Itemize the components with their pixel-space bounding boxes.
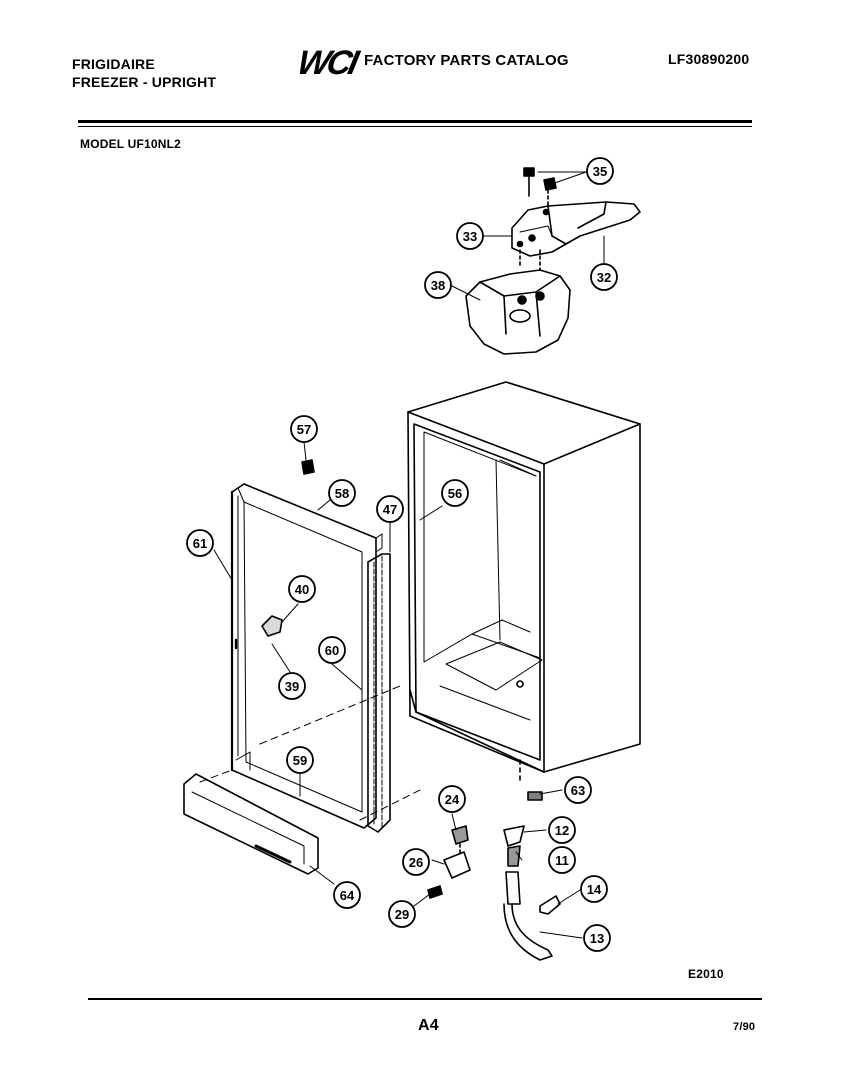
svg-text:33: 33 (463, 229, 477, 244)
svg-text:58: 58 (335, 486, 349, 501)
callout-24: 24 (438, 785, 466, 813)
svg-text:59: 59 (293, 753, 307, 768)
callout-26: 26 (402, 848, 430, 876)
callout-58: 58 (328, 479, 356, 507)
callout-29: 29 (388, 900, 416, 928)
door-handle-bracket (261, 615, 283, 637)
page-number: A4 (418, 1017, 439, 1034)
callout-12: 12 (548, 816, 576, 844)
leader-lines (213, 171, 605, 939)
svg-text:35: 35 (593, 164, 607, 179)
catalog-number: LF30890200 (668, 51, 750, 67)
svg-text:26: 26 (409, 855, 423, 870)
hinge-cover (465, 269, 571, 355)
svg-text:12: 12 (555, 823, 569, 838)
callout-63: 63 (564, 776, 592, 804)
svg-text:14: 14 (587, 882, 602, 897)
svg-text:40: 40 (295, 582, 309, 597)
svg-text:39: 39 (285, 679, 299, 694)
callout-57: 57 (290, 415, 318, 443)
figure-code: E2010 (688, 967, 724, 981)
callout-35: 35 (586, 157, 614, 185)
model-number: MODEL UF10NL2 (80, 137, 182, 151)
catalog-title: FACTORY PARTS CATALOG (364, 52, 569, 69)
door-bottom-trim (183, 773, 319, 875)
callout-60: 60 (318, 636, 346, 664)
header-rule-thin (78, 126, 752, 127)
footer-rule (88, 998, 762, 1000)
svg-text:47: 47 (383, 502, 397, 517)
revision-date: 7/90 (733, 1021, 756, 1033)
callout-47: 47 (376, 495, 404, 523)
hinge-screws (519, 167, 557, 271)
svg-text:64: 64 (340, 888, 355, 903)
svg-text:11: 11 (555, 853, 569, 868)
callout-39: 39 (278, 672, 306, 700)
bracket-clip (539, 895, 561, 915)
brand-name: FRIGIDAIRE (72, 56, 155, 72)
svg-text:38: 38 (431, 278, 445, 293)
glide (527, 791, 543, 801)
door-panel (230, 483, 383, 829)
svg-text:60: 60 (325, 643, 339, 658)
svg-text:29: 29 (395, 907, 409, 922)
door-gasket (367, 553, 391, 833)
svg-text:63: 63 (571, 783, 585, 798)
header-rule (78, 120, 752, 123)
svg-text:13: 13 (590, 931, 604, 946)
svg-text:32: 32 (597, 270, 611, 285)
hinge-bracket (511, 201, 641, 257)
callout-13: 13 (583, 924, 611, 952)
callout-33: 33 (456, 222, 484, 250)
svg-text:57: 57 (297, 422, 311, 437)
callout-56: 56 (441, 479, 469, 507)
callout-32: 32 (590, 263, 618, 291)
callout-61: 61 (186, 529, 214, 557)
freezer-cabinet (407, 381, 641, 781)
callout-38: 38 (424, 271, 452, 299)
svg-text:56: 56 (448, 486, 462, 501)
callout-59: 59 (286, 746, 314, 774)
svg-text:61: 61 (193, 536, 207, 551)
product-type: FREEZER - UPRIGHT (72, 74, 217, 90)
screw (427, 885, 443, 899)
callout-64: 64 (333, 881, 361, 909)
callout-11: 11 (548, 846, 576, 874)
callout-14: 14 (580, 875, 608, 903)
callout-40: 40 (288, 575, 316, 603)
svg-text:24: 24 (445, 792, 460, 807)
door-top-cap (301, 459, 315, 475)
leveling-leg (503, 825, 553, 961)
door-stop (443, 825, 471, 879)
